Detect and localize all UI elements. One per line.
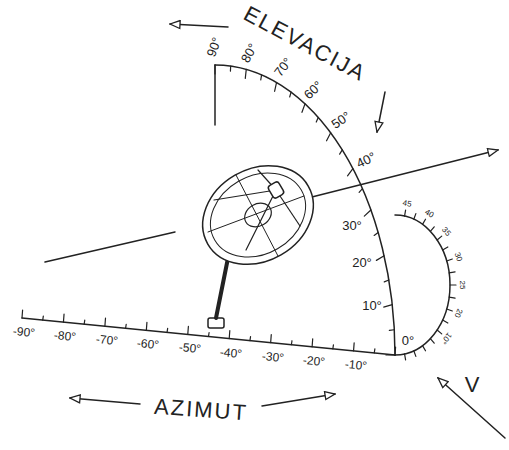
azimuth-value: -20°: [302, 354, 327, 368]
azimuth-tick: [249, 337, 251, 341]
azimuth-tick: [166, 328, 168, 332]
azimuth-arrow: [70, 398, 140, 404]
elevation-tick: [376, 256, 384, 261]
azimuth-tick: [229, 331, 231, 339]
elevation-value: 80°: [238, 40, 260, 65]
elevation-tick: [384, 305, 393, 307]
vernier-tick: [414, 214, 416, 220]
vernier-value: 30: [452, 250, 463, 263]
axis-letter: V: [464, 374, 481, 396]
elevation-tick: [214, 65, 215, 74]
elevation-arrow: [377, 92, 385, 132]
vernier-tick: [449, 272, 455, 273]
azimuth-value: -90°: [11, 325, 36, 339]
vernier-value: 35: [440, 226, 453, 239]
elevation-tick: [384, 280, 389, 282]
azimuth-tick: [291, 341, 293, 345]
elevation-arrow: [170, 24, 228, 27]
elevation-value: 10°: [361, 299, 383, 312]
vernier-tick: [437, 330, 442, 334]
elevation-tick: [374, 232, 378, 235]
azimuth-value: -70°: [94, 333, 119, 347]
vernier-tick: [430, 339, 434, 344]
azimuth-value: -40°: [219, 345, 244, 359]
azimuth-value: -10°: [343, 358, 368, 372]
elevation-tick: [260, 75, 262, 80]
azimuth-tick: [42, 316, 44, 320]
elevation-value: 70°: [271, 54, 295, 79]
vernier-value: 20: [452, 307, 463, 320]
azimuth-tick: [312, 339, 314, 347]
elevation-tick: [275, 82, 277, 91]
azimuth-tick: [21, 310, 23, 318]
elevation-tick: [302, 104, 305, 112]
vernier-tick: [430, 227, 434, 232]
elevation-tick: [348, 169, 353, 176]
azimuth-tick: [394, 347, 396, 355]
vernier-tick: [405, 210, 406, 216]
elevation-value: 90°: [204, 35, 224, 60]
elevation-tick: [327, 133, 331, 141]
azimuth-value: -80°: [53, 329, 78, 343]
azimuth-scale: [22, 318, 395, 355]
elevation-tick: [316, 117, 318, 122]
azimuth-tick: [208, 333, 210, 337]
vernier-tick: [447, 309, 453, 311]
elevation-tick: [290, 92, 291, 97]
vernier-tick: [423, 219, 426, 224]
elevation-tick: [230, 66, 231, 71]
azimuth-tick: [187, 326, 189, 334]
elevation-value: 40°: [353, 150, 378, 171]
vernier-tick: [449, 297, 455, 298]
azimuth-tick: [104, 318, 106, 326]
vernier-tick: [437, 236, 442, 240]
elevation-value: 50°: [328, 109, 353, 132]
azimuth-value: -50°: [177, 341, 202, 355]
elevation-tick: [364, 210, 371, 216]
azimuth-tick: [353, 343, 355, 351]
vernier-arc: [395, 215, 450, 355]
azimuth-value: -60°: [136, 337, 161, 351]
vernier-value: 45: [401, 199, 413, 209]
elevation-tick: [340, 150, 343, 154]
elevation-value: 20°: [351, 256, 373, 269]
vernier-value: 25: [458, 280, 466, 291]
elevation-value: 0°: [401, 334, 415, 347]
azimuth-tick: [374, 349, 376, 353]
elevation-tick: [359, 189, 362, 193]
azimuth-value: -30°: [260, 350, 285, 364]
elevation-tick: [389, 329, 394, 331]
elevation-value: 60°: [301, 78, 326, 102]
vernier-tick: [443, 247, 448, 250]
azimuth-arrow: [262, 394, 335, 406]
elevation-value: 30°: [341, 219, 363, 232]
elevation-tick: [386, 354, 395, 355]
azimuth-tick: [84, 320, 86, 324]
azimuth-tick: [125, 324, 127, 328]
satellite-dish: [185, 146, 331, 328]
azimuth-tick: [332, 345, 334, 349]
reference-line: [45, 232, 175, 262]
direction-arrow: [300, 150, 498, 200]
vernier-value: 40: [422, 208, 435, 220]
elevation-tick: [245, 69, 247, 78]
axis-title: AZIMUT: [152, 396, 249, 425]
azimuth-tick: [270, 335, 272, 343]
vernier-tick: [443, 320, 448, 323]
vernier-tick: [414, 351, 416, 357]
vernier-tick: [447, 259, 453, 261]
vernier-tick: [450, 284, 456, 285]
azimuth-tick: [63, 314, 65, 322]
vernier-tick: [423, 346, 426, 351]
azimuth-tick: [146, 322, 148, 330]
vernier-tick: [405, 354, 406, 360]
zenith-line: [214, 65, 216, 125]
vernier-value: 10°: [439, 330, 454, 346]
